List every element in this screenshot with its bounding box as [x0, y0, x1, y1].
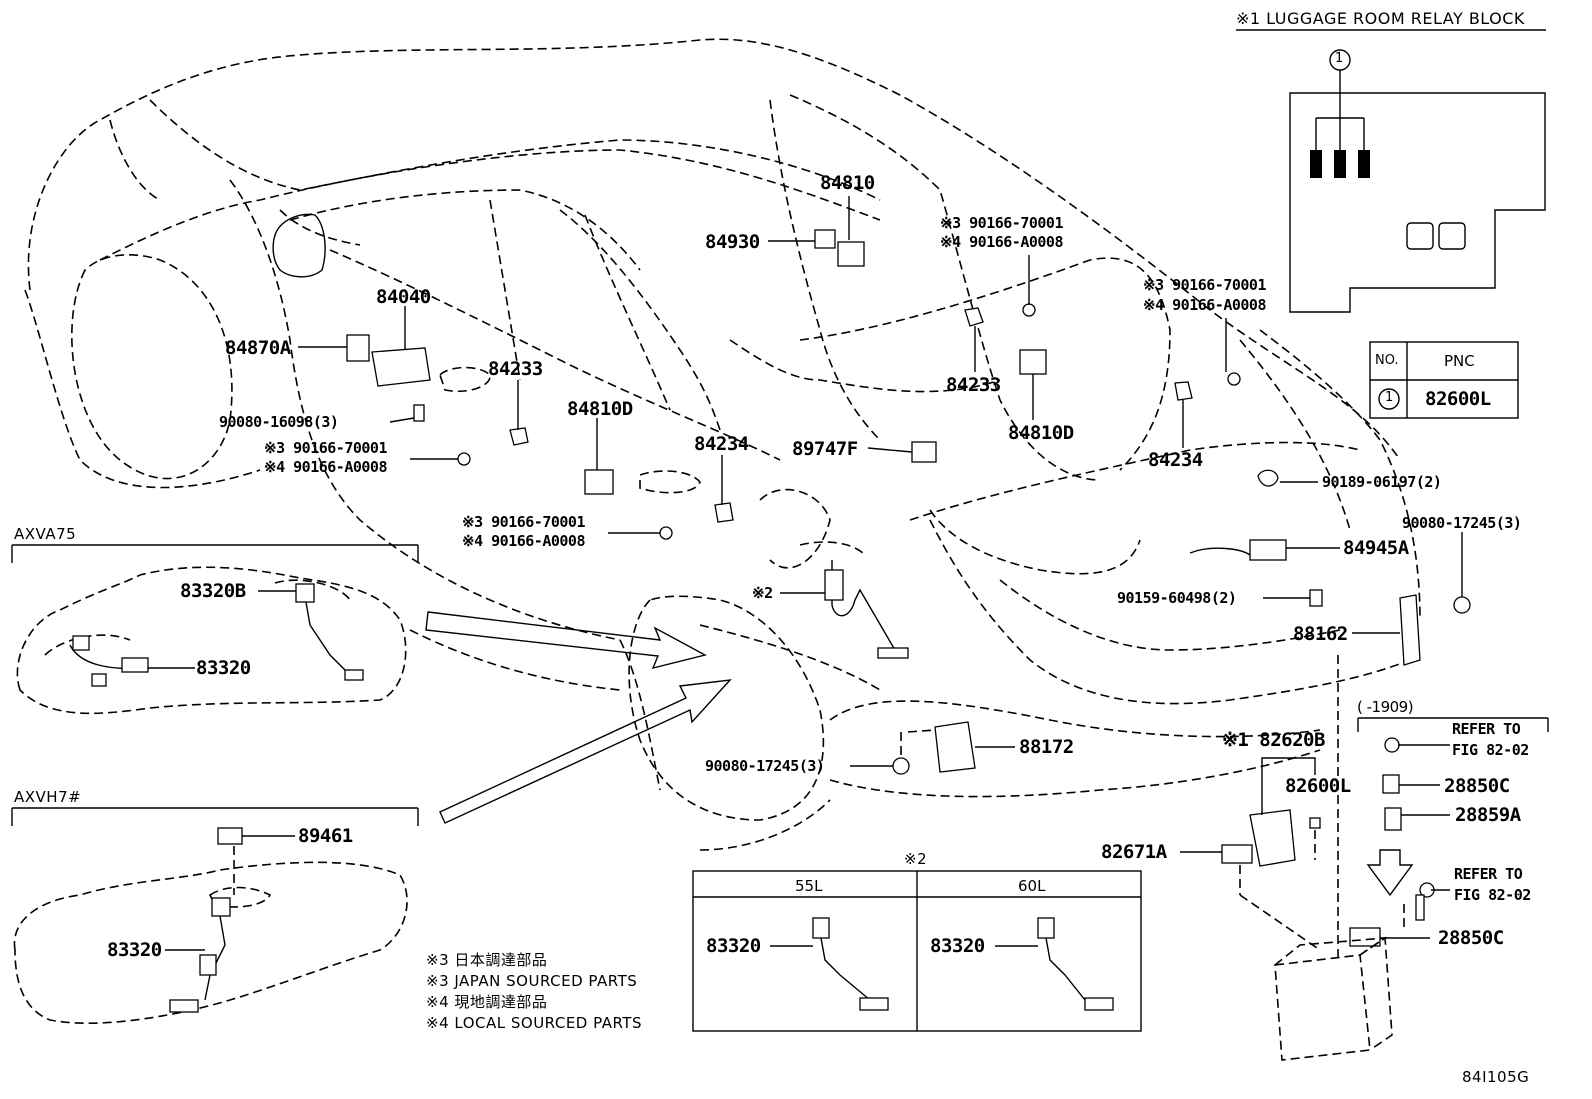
part-88172: 88172 [1019, 736, 1074, 758]
note3-bolt-b: ※3 90166-70001 [462, 513, 585, 531]
part-83320B: 83320B [180, 580, 246, 602]
part-28850C-bottom: 28850C [1438, 927, 1504, 949]
part-89747F: 89747F [792, 438, 858, 460]
tank-table-col-55l: 55L [795, 877, 823, 895]
part-82600L: 82600L [1285, 775, 1351, 797]
note4-bolt-a: ※4 90166-A0008 [264, 458, 387, 476]
part-90189-06197: 90189-06197(2) [1322, 473, 1442, 491]
note2-fuel-sender: ※2 [752, 584, 773, 602]
tank-table-frame [692, 870, 1142, 1032]
part-82620B: ※1 82620B [1222, 729, 1325, 751]
axvh7-tank [13, 827, 408, 1025]
part-84233-left: 84233 [488, 358, 543, 380]
relay-callout-number: 1 [1335, 51, 1344, 66]
car-outline [24, 38, 1421, 851]
part-83320-axvh7: 83320 [107, 939, 162, 961]
legend-note4-jp: ※4 現地調達部品 [426, 993, 548, 1011]
door-handles [439, 366, 701, 494]
note4-bolt-b: ※4 90166-A0008 [462, 532, 585, 550]
section-axva75: AXVA75 [14, 525, 77, 543]
part-90080-17245-bottom: 90080-17245(3) [705, 757, 825, 775]
note4-bolt-c: ※4 90166-A0008 [940, 233, 1063, 251]
part-84810: 84810 [820, 172, 875, 194]
pointer-arrows [425, 611, 1414, 897]
part-84810D-left: 84810D [567, 398, 633, 420]
refer-to-2: REFER TO [1454, 865, 1523, 883]
refer-fig-2: FIG 82-02 [1454, 886, 1531, 904]
note3-bolt-a: ※3 90166-70001 [264, 439, 387, 457]
tank-table-part-55l: 83320 [706, 935, 761, 957]
axva75-tank [16, 566, 407, 715]
part-84234-left: 84234 [694, 433, 749, 455]
dashed-leaders [900, 655, 1405, 960]
part-88162: 88162 [1293, 623, 1348, 645]
relay-block-frame [1236, 29, 1546, 419]
legend-note4-en: ※4 LOCAL SOURCED PARTS [426, 1014, 642, 1032]
table-header-no: NO. [1375, 353, 1399, 368]
part-83320-axva75: 83320 [196, 657, 251, 679]
note3-bolt-d: ※3 90166-70001 [1143, 276, 1266, 294]
note4-bolt-d: ※4 90166-A0008 [1143, 296, 1266, 314]
table-row-no: 1 [1385, 390, 1394, 405]
part-82671A: 82671A [1101, 841, 1167, 863]
section-frames [11, 544, 1549, 826]
part-28850C-top: 28850C [1444, 775, 1510, 797]
table-header-pnc: PNC [1444, 352, 1475, 370]
relay-block-title: ※1 LUGGAGE ROOM RELAY BLOCK [1236, 9, 1525, 28]
tank-table-note: ※2 [904, 850, 928, 868]
part-90080-16098: 90080-16098(3) [219, 413, 339, 431]
legend-note3-en: ※3 JAPAN SOURCED PARTS [426, 972, 638, 990]
part-84234-right: 84234 [1148, 449, 1203, 471]
part-90080-17245-right: 90080-17245(3) [1402, 514, 1522, 532]
part-84233-right: 84233 [946, 374, 1001, 396]
part-84870A: 84870A [225, 337, 291, 359]
tank-table-part-60l: 83320 [930, 935, 985, 957]
part-84930: 84930 [705, 231, 760, 253]
mirror-outline [272, 213, 326, 278]
table-row-pnc: 82600L [1425, 388, 1491, 410]
part-84810D-right: 84810D [1008, 422, 1074, 444]
part-89461: 89461 [298, 825, 353, 847]
note3-bolt-c: ※3 90166-70001 [940, 214, 1063, 232]
range-1909: ( -1909) [1357, 698, 1414, 716]
section-axvh7: AXVH7# [14, 788, 82, 806]
part-28859A: 28859A [1455, 804, 1521, 826]
part-shapes [346, 229, 1471, 1061]
part-84945A: 84945A [1343, 537, 1409, 559]
refer-to-1: REFER TO [1452, 720, 1521, 738]
figure-code: 84I105G [1462, 1068, 1530, 1086]
leader-lines [298, 196, 1463, 939]
legend-note3-jp: ※3 日本調達部品 [426, 951, 548, 969]
part-84040: 84040 [376, 286, 431, 308]
tank-table-col-60l: 60L [1018, 877, 1046, 895]
part-90159-60498: 90159-60498(2) [1117, 589, 1237, 607]
refer-fig-1: FIG 82-02 [1452, 741, 1529, 759]
